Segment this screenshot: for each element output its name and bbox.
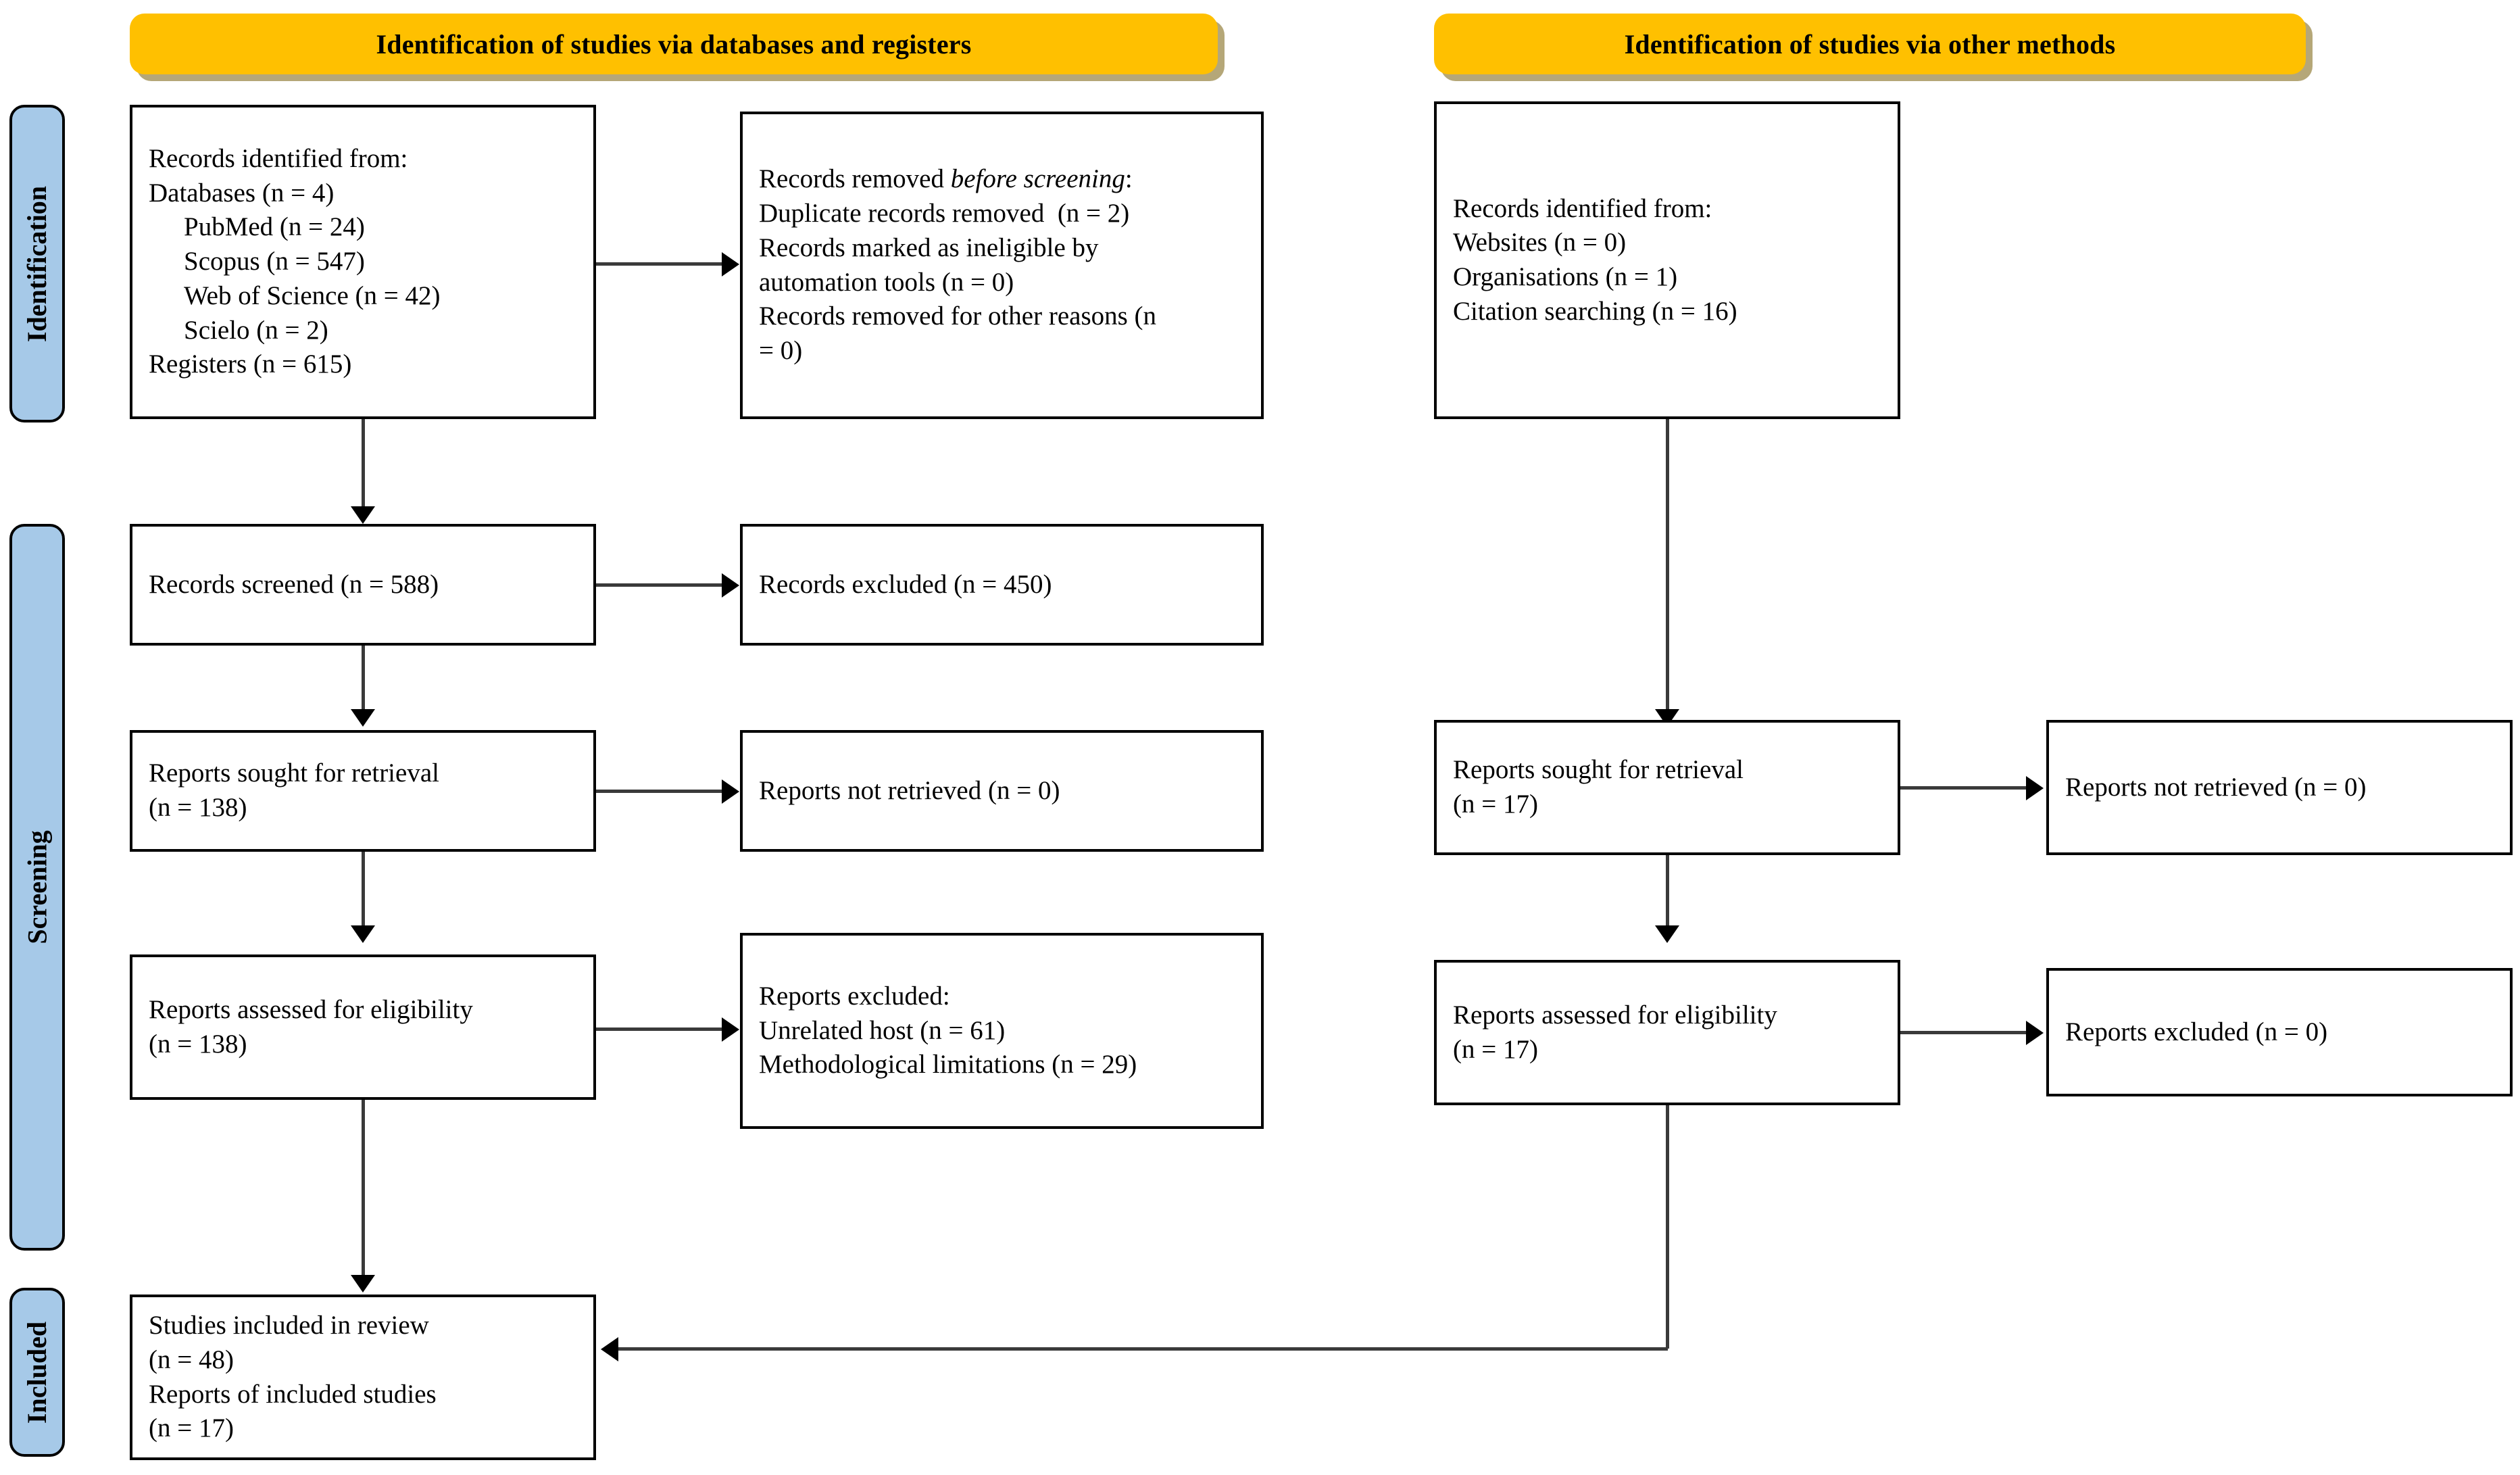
included-line3: Reports of included studies [149, 1379, 437, 1409]
records-identified-databases: Databases (n = 4) [149, 178, 335, 208]
records-identified-source: Scopus (n = 547) [184, 247, 365, 276]
box-reports-not-retrieved-right: Reports not retrieved (n = 0) [2046, 720, 2513, 855]
arrowhead-sought-to-assessed-left [351, 925, 375, 943]
other-sought-line2: (n = 17) [1453, 790, 1538, 819]
arrowhead-screened-to-sought [351, 709, 375, 727]
box-records-screened: Records screened (n = 588) [130, 524, 596, 646]
records-identified-source: Web of Science (n = 42) [184, 281, 441, 310]
included-line4: (n = 17) [149, 1413, 234, 1443]
records-excluded-label: Records excluded (n = 450) [759, 569, 1052, 599]
box-reports-assessed-eligibility-left: Reports assessed for eligibility (n = 13… [130, 954, 596, 1100]
banner-databases-registers: Identification of studies via databases … [130, 14, 1218, 74]
box-reports-not-retrieved-left: Reports not retrieved (n = 0) [740, 730, 1264, 852]
box-records-identified-other-methods: Records identified from: Websites (n = 0… [1434, 101, 1900, 419]
arrowhead-assessed-to-excluded-left [722, 1017, 739, 1042]
records-removed-line: Duplicate records removed (n = 2) [759, 199, 1130, 228]
arrowhead-identified-to-screened [351, 506, 375, 524]
other-assessed-line1: Reports assessed for eligibility [1453, 1000, 1777, 1030]
connector-other-assessed-elbow-vertical [1666, 1105, 1669, 1349]
connector-assessed-to-excluded-right [1900, 1031, 2029, 1034]
other-identified-source: Citation searching (n = 16) [1453, 296, 1737, 326]
box-reports-sought-retrieval-left: Reports sought for retrieval (n = 138) [130, 730, 596, 852]
box-reports-excluded-reasons: Reports excluded: Unrelated host (n = 61… [740, 933, 1264, 1129]
records-identified-registers: Registers (n = 615) [149, 349, 352, 379]
connector-sought-to-not-retrieved-left [596, 790, 724, 793]
other-identified-title: Records identified from: [1453, 193, 1712, 223]
reports-excluded-reason: Unrelated host (n = 61) [759, 1015, 1006, 1045]
other-sought-line1: Reports sought for retrieval [1453, 755, 1744, 785]
reports-sought-line1: Reports sought for retrieval [149, 758, 439, 788]
records-removed-title-italic: before screening [950, 164, 1125, 194]
box-studies-included-in-review: Studies included in review (n = 48) Repo… [130, 1295, 596, 1460]
banner-other-methods: Identification of studies via other meth… [1434, 14, 2306, 74]
records-removed-title: Records removed before screening: [759, 162, 1245, 197]
connector-other-assessed-elbow-horizontal [618, 1347, 1668, 1351]
connector-sought-to-assessed-right [1666, 855, 1669, 929]
connector-sought-to-not-retrieved-right [1900, 786, 2029, 790]
records-removed-line: = 0) [759, 335, 803, 365]
connector-sought-to-assessed-left [362, 852, 365, 929]
box-records-identified-databases: Records identified from: Databases (n = … [130, 105, 596, 419]
reports-excluded-title: Reports excluded: [759, 981, 950, 1011]
arrowhead-assessed-to-included [351, 1275, 375, 1292]
connector-assessed-to-excluded-left [596, 1027, 724, 1031]
box-reports-assessed-eligibility-right: Reports assessed for eligibility (n = 17… [1434, 960, 1900, 1105]
other-identified-source: Organisations (n = 1) [1453, 262, 1678, 291]
records-screened-label: Records screened (n = 588) [149, 569, 439, 599]
records-removed-line: Records removed for other reasons (n [759, 301, 1157, 331]
connector-screened-to-sought [362, 646, 365, 713]
arrowhead-other-assessed-to-included [601, 1337, 618, 1361]
stage-rail-screening-label: Screening [22, 830, 53, 944]
records-removed-title-plain: Records removed [759, 164, 951, 194]
connector-screened-to-excluded [596, 583, 724, 587]
reports-assessed-line2: (n = 138) [149, 1029, 247, 1059]
records-identified-source: PubMed (n = 24) [184, 212, 365, 242]
box-reports-excluded-right: Reports excluded (n = 0) [2046, 968, 2513, 1096]
arrowhead-sought-to-not-retrieved-left [722, 779, 739, 804]
connector-other-identified-to-sought [1666, 419, 1669, 713]
included-line1: Studies included in review [149, 1311, 429, 1340]
records-identified-title: Records identified from: [149, 144, 408, 174]
stage-rail-identification: Identification [9, 105, 65, 422]
connector-identified-to-screened [362, 419, 365, 510]
stage-rail-identification-label: Identification [22, 185, 53, 342]
connector-identified-to-removed [596, 262, 724, 266]
arrowhead-sought-to-not-retrieved-right [2026, 776, 2044, 800]
other-reports-excluded-label: Reports excluded (n = 0) [2065, 1017, 2328, 1046]
reports-assessed-line1: Reports assessed for eligibility [149, 994, 473, 1024]
box-records-removed-before-screening: Records removed before screening: Duplic… [740, 112, 1264, 419]
box-records-excluded: Records excluded (n = 450) [740, 524, 1264, 646]
other-identified-source: Websites (n = 0) [1453, 228, 1627, 258]
stage-rail-included: Included [9, 1288, 65, 1457]
reports-excluded-reason: Methodological limitations (n = 29) [759, 1050, 1137, 1080]
records-removed-line: automation tools (n = 0) [759, 267, 1014, 297]
arrowhead-screened-to-excluded [722, 573, 739, 598]
stage-rail-screening: Screening [9, 524, 65, 1251]
connector-assessed-to-included [362, 1100, 365, 1279]
arrowhead-sought-to-assessed-right [1655, 925, 1679, 943]
records-identified-source: Scielo (n = 2) [184, 315, 328, 345]
other-assessed-line2: (n = 17) [1453, 1034, 1538, 1064]
box-reports-sought-retrieval-right: Reports sought for retrieval (n = 17) [1434, 720, 1900, 855]
arrowhead-assessed-to-excluded-right [2026, 1021, 2044, 1045]
reports-not-retrieved-label: Reports not retrieved (n = 0) [759, 775, 1060, 805]
stage-rail-included-label: Included [22, 1321, 53, 1424]
included-line2: (n = 48) [149, 1345, 234, 1374]
records-removed-line: Records marked as ineligible by [759, 233, 1099, 262]
other-not-retrieved-label: Reports not retrieved (n = 0) [2065, 772, 2367, 802]
arrowhead-identified-to-removed [722, 252, 739, 276]
reports-sought-line2: (n = 138) [149, 793, 247, 822]
records-removed-title-colon: : [1125, 164, 1133, 194]
